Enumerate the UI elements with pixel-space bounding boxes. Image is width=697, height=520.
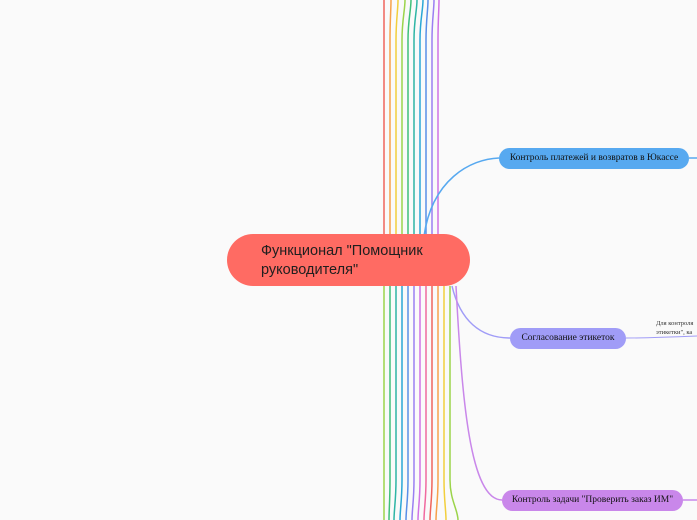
connector-labels-out [625, 335, 697, 339]
branch-line-top [413, 0, 418, 236]
connector-payments [423, 157, 500, 237]
branch-line-bottom [405, 286, 409, 520]
branch-line-bottom [429, 286, 433, 520]
branch-line-bottom [423, 286, 427, 520]
note-label-control: Для контроля этикетки", ка [656, 319, 697, 337]
root-title-line1: Функционал "Помощник [261, 243, 423, 259]
branch-line-bottom [399, 286, 403, 520]
connector-labels [451, 285, 511, 339]
topic-check-order-task[interactable]: Контроль задачи "Проверить заказ ИМ" [502, 490, 683, 511]
branch-line-top [395, 0, 399, 236]
branch-line-bottom [393, 286, 397, 520]
topic-label-approval[interactable]: Согласование этикеток [510, 328, 626, 349]
note-line1: Для контроля [656, 320, 694, 327]
branch-line-bottom [435, 286, 439, 520]
branch-line-top [431, 0, 435, 236]
branch-line-top [401, 0, 406, 236]
branch-line-bottom [417, 286, 421, 520]
branch-line-top [407, 0, 412, 236]
connector-check [455, 285, 503, 501]
note-line2: этикетки", ка [656, 329, 693, 336]
branch-line-bottom [388, 286, 391, 520]
branch-line-top [437, 0, 440, 236]
branch-line-bottom [443, 286, 447, 520]
branch-line-top [425, 0, 429, 236]
branch-line-top [389, 0, 392, 236]
root-title-line2: руководителя" [261, 262, 359, 278]
root-node[interactable]: Функционал "Помощник руководителя" [227, 234, 470, 286]
topic-payments-refunds[interactable]: Контроль платежей и возвратов в Юкассе [499, 148, 689, 169]
branch-line-bottom [411, 286, 415, 520]
branch-line-bottom [449, 286, 459, 520]
branch-line-top [419, 0, 424, 236]
